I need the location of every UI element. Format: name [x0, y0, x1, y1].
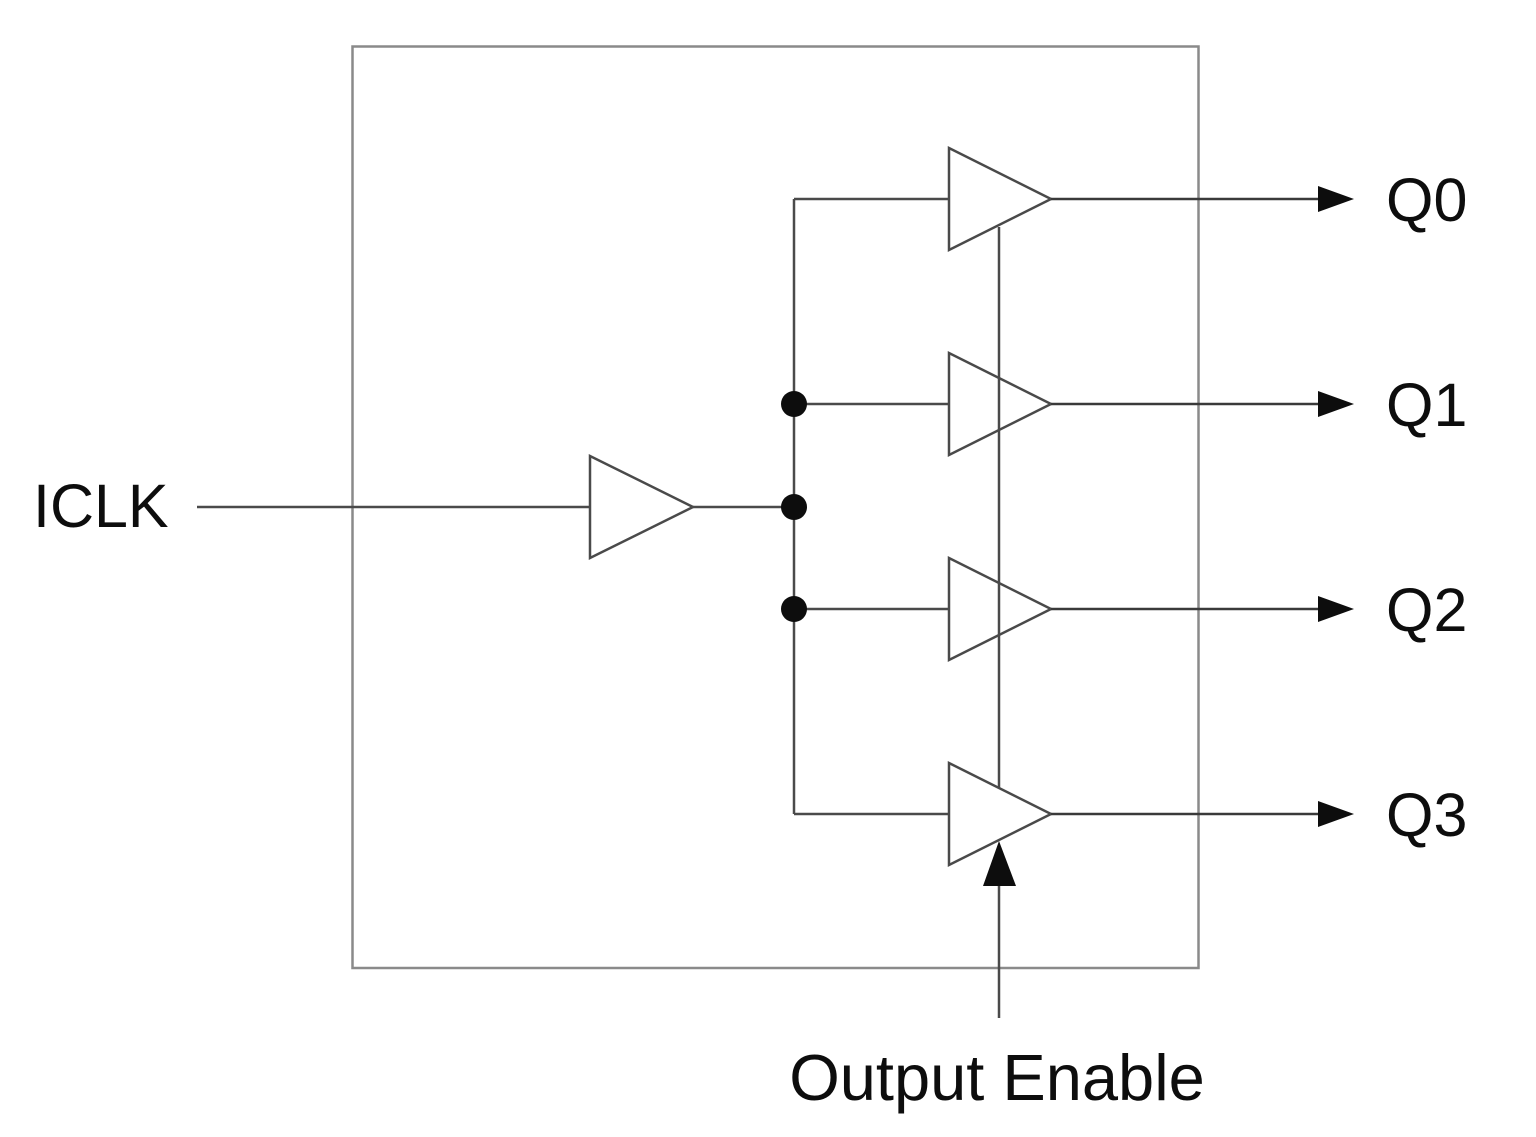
output-enable-label: Output Enable [789, 1041, 1205, 1114]
arrowhead-q3-icon [1318, 801, 1354, 827]
q2-label: Q2 [1386, 576, 1467, 644]
output-buffer-q1-icon [947, 350, 1054, 458]
output-buffer-q2-icon [947, 555, 1054, 663]
output-buffer-q0-icon [947, 145, 1054, 253]
output-enable-arrowhead-icon [983, 841, 1016, 886]
input-buffer-icon [588, 453, 696, 561]
arrowhead-q1-icon [1318, 391, 1354, 417]
arrowhead-q0-icon [1318, 186, 1354, 212]
output-buffer-q3-icon [947, 760, 1054, 868]
arrowhead-q2-icon [1318, 596, 1354, 622]
q3-label: Q3 [1386, 781, 1467, 849]
q1-label: Q1 [1386, 371, 1467, 439]
junction-dot-q1 [781, 391, 807, 417]
q0-label: Q0 [1386, 166, 1467, 234]
iclk-label: ICLK [33, 472, 169, 540]
junction-dot-q2 [781, 596, 807, 622]
junction-dot-main [781, 494, 807, 520]
